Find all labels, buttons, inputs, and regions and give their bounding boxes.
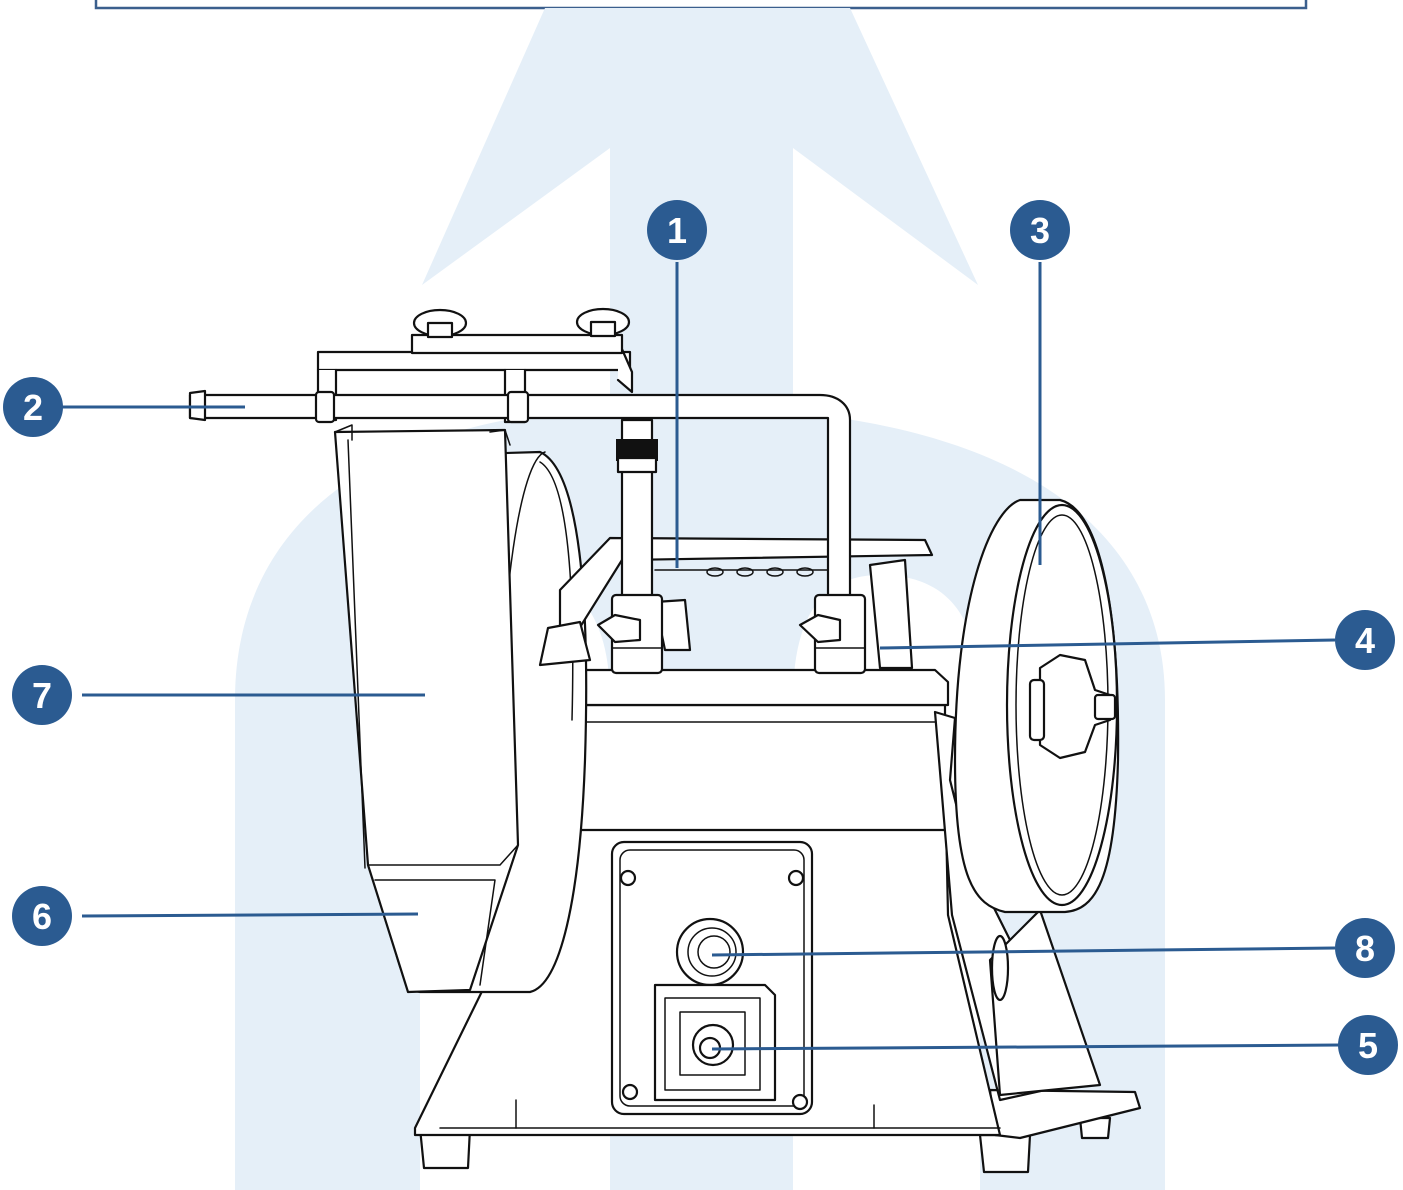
callout-number-7: 7: [32, 675, 52, 716]
callout-number-6: 6: [32, 896, 52, 937]
grinder-line-art: [188, 307, 1142, 1174]
universal-support-bar: [188, 393, 852, 652]
callout-badge-3: 3: [1010, 200, 1070, 260]
callout-badge-5: 5: [1338, 1015, 1398, 1075]
callout-badge-1: 1: [647, 200, 707, 260]
header-frame: [94, 0, 1308, 10]
callout-number-8: 8: [1355, 928, 1375, 969]
locking-knob-left: [596, 593, 664, 675]
crossbar-top-plate: [410, 333, 624, 355]
callout-badge-8: 8: [1335, 918, 1395, 978]
leader-line-6: [81, 912, 419, 918]
callout-number-3: 3: [1030, 210, 1050, 251]
leader-line-8: [711, 946, 1336, 957]
speed-knob: [675, 917, 745, 987]
leader-line-5: [711, 1043, 1341, 1051]
callout-badge-7: 7: [12, 665, 72, 725]
side-bracket: [988, 908, 1102, 1097]
foot-right: [978, 1133, 1032, 1174]
callout-number-4: 4: [1355, 620, 1375, 661]
leader-lines: [60, 262, 1341, 1051]
callout-badge-6: 6: [12, 886, 72, 946]
callout-number-1: 1: [667, 210, 687, 251]
support-post-right: [868, 558, 914, 670]
callout-badge-2: 2: [3, 377, 63, 437]
side-slot: [990, 934, 1010, 1002]
callout-badge-4: 4: [1335, 610, 1395, 670]
leader-line-4: [879, 638, 1336, 650]
locking-knob-right: [798, 593, 867, 675]
support-crossbar: [316, 350, 632, 372]
callout-number-2: 2: [23, 387, 43, 428]
callout-number-5: 5: [1358, 1025, 1378, 1066]
